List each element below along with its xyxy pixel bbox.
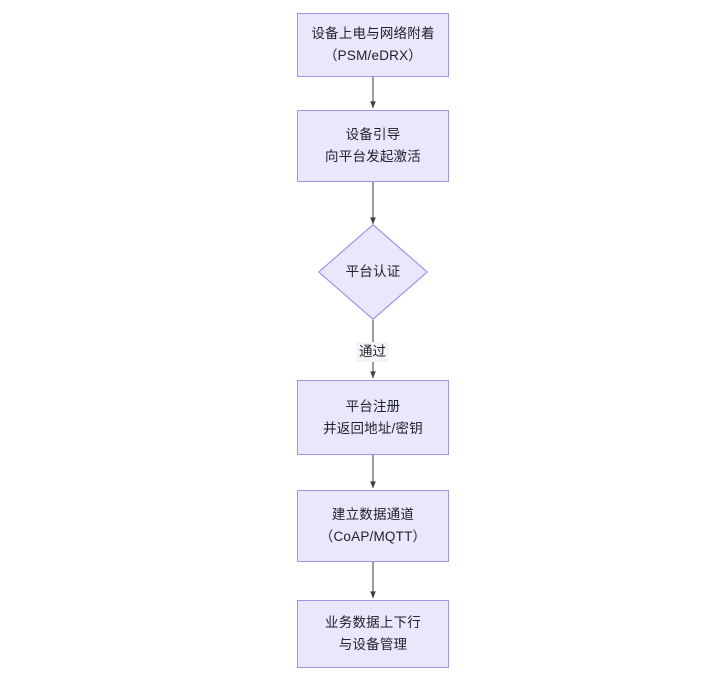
node-platform-registration[interactable]: 平台注册 并返回地址/密钥 xyxy=(297,380,449,455)
node-label: 平台认证 xyxy=(345,264,401,279)
node-business-data-and-device-management[interactable]: 业务数据上下行 与设备管理 xyxy=(297,600,449,668)
node-label: 建立数据通道 （CoAP/MQTT） xyxy=(319,507,427,544)
node-device-bootstrap[interactable]: 设备引导 向平台发起激活 xyxy=(297,110,449,182)
edge-label-pass: 通过 xyxy=(356,342,389,362)
node-label: 设备引导 向平台发起激活 xyxy=(325,127,421,164)
node-label: 业务数据上下行 与设备管理 xyxy=(325,615,421,652)
edge-label-text: 通过 xyxy=(359,344,386,359)
node-device-power-on[interactable]: 设备上电与网络附着 （PSM/eDRX） xyxy=(297,13,449,77)
diamond-shape xyxy=(318,224,428,320)
node-label: 设备上电与网络附着 （PSM/eDRX） xyxy=(311,26,435,63)
node-label: 平台注册 并返回地址/密钥 xyxy=(323,398,423,436)
node-platform-authentication[interactable]: 平台认证 xyxy=(318,224,428,320)
node-establish-data-channel[interactable]: 建立数据通道 （CoAP/MQTT） xyxy=(297,490,449,562)
